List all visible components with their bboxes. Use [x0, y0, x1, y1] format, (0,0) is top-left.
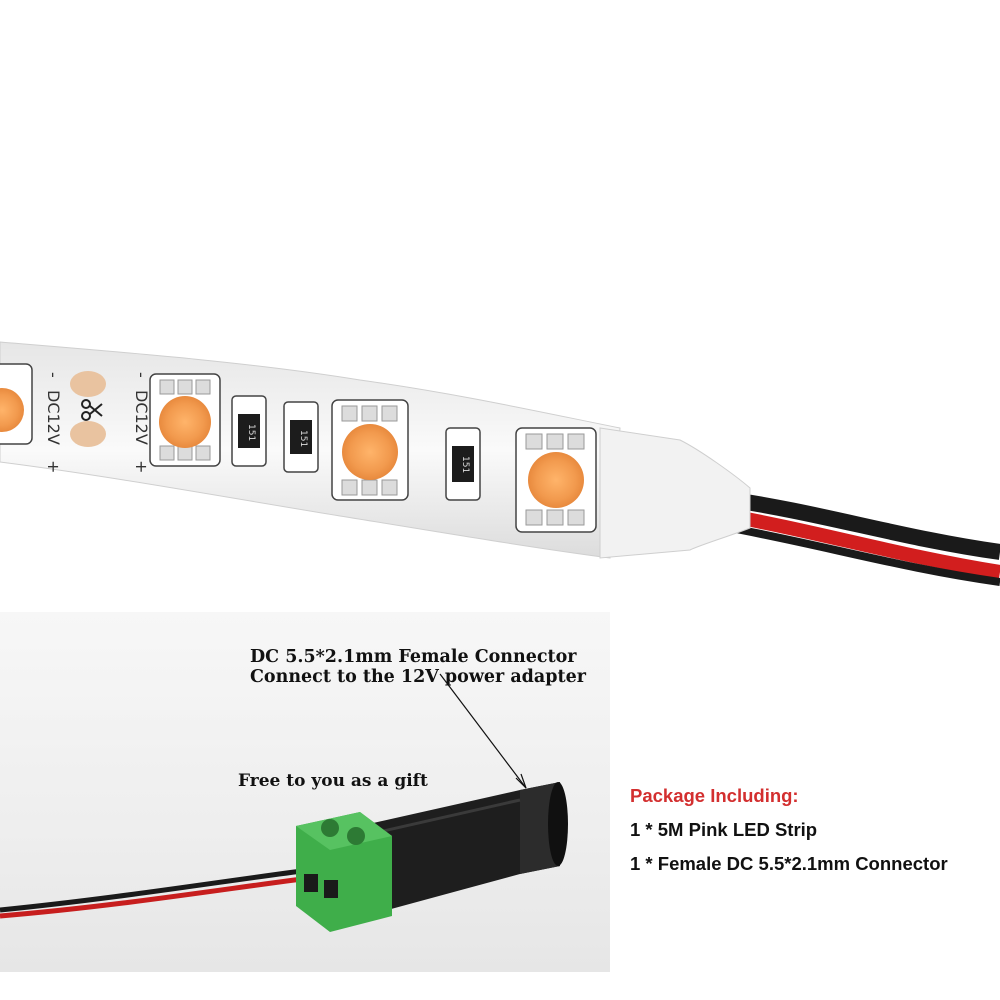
- svg-text:151: 151: [460, 456, 470, 473]
- strip-end-cap: [599, 427, 751, 559]
- power-wires: [718, 490, 1000, 586]
- package-item-strip: 1 * 5M Pink LED Strip: [630, 819, 818, 840]
- strip-minus-label: -: [132, 372, 151, 378]
- led-chip: [0, 363, 33, 445]
- connector-caption-subtitle: Connect to the 12V power adapter: [250, 667, 586, 687]
- connector-caption-title: DC 5.5*2.1mm Female Connector: [250, 647, 577, 667]
- resistor: 151: [445, 427, 481, 501]
- strip-plus-label: +: [44, 460, 63, 473]
- svg-text:151: 151: [246, 424, 256, 441]
- package-list: Package Including: 1 * 5M Pink LED Strip…: [630, 784, 948, 886]
- resistor: 151: [231, 395, 267, 467]
- led-strip-image: - DC12V + - DC12V + 151 151: [0, 341, 1000, 586]
- connector-photo: [0, 612, 610, 972]
- package-item-connector: 1 * Female DC 5.5*2.1mm Connector: [630, 853, 948, 874]
- led-chip: [149, 373, 221, 467]
- svg-text:151: 151: [298, 430, 308, 447]
- gift-label: Free to you as a gift: [238, 771, 428, 791]
- led-chip: [331, 399, 409, 501]
- strip-minus-label: -: [44, 372, 63, 378]
- resistor: 151: [283, 401, 319, 473]
- strip-voltage-label: DC12V: [44, 390, 63, 445]
- solder-pads: [70, 371, 106, 447]
- package-title: Package Including:: [630, 785, 799, 806]
- dc-connector-image: [0, 673, 568, 932]
- scissors-icon: [81, 399, 103, 421]
- led-chip: [515, 427, 597, 533]
- strip-plus-label: +: [132, 460, 151, 473]
- strip-voltage-label: DC12V: [132, 390, 151, 445]
